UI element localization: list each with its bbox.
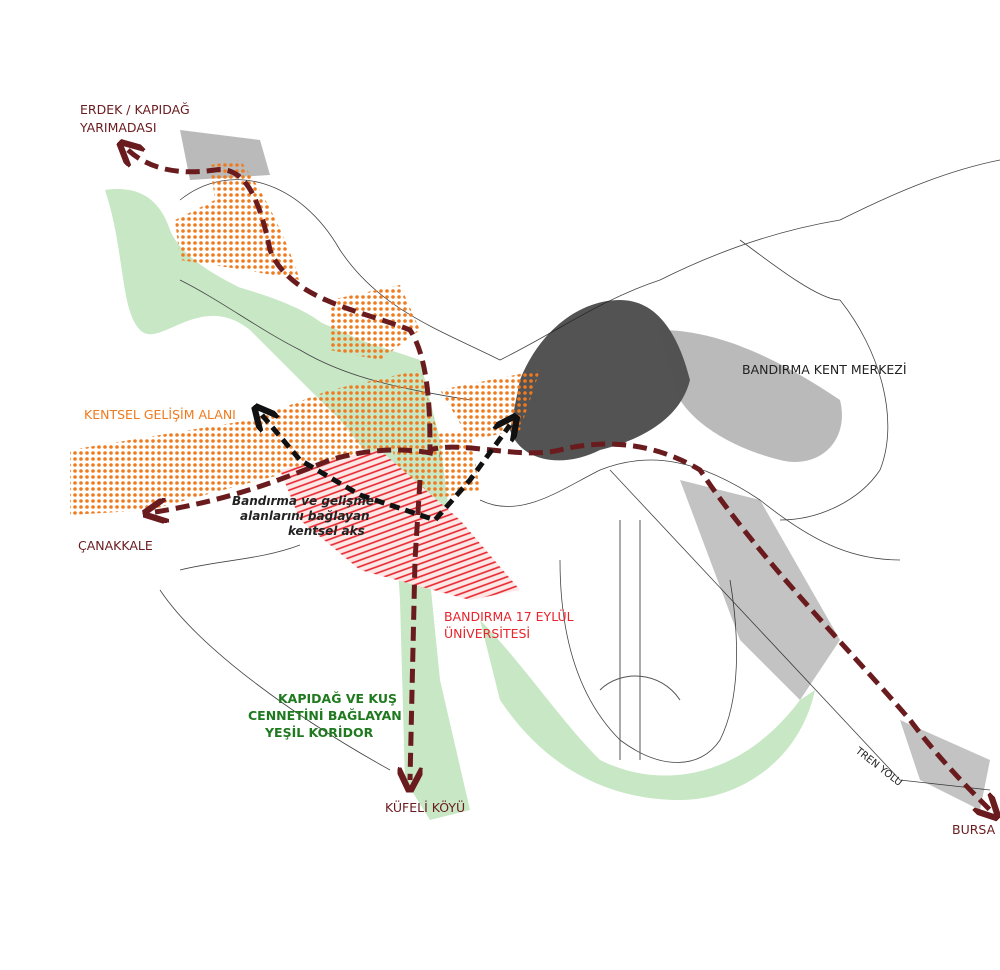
label-kufeli: KÜFELİ KÖYÜ	[385, 799, 465, 815]
label-kent-merkezi: BANDIRMA KENT MERKEZİ	[742, 362, 907, 377]
label-universite-1: BANDIRMA 17 EYLÜL	[444, 608, 574, 624]
label-aks-2: alanlarını bağlayan	[240, 509, 370, 523]
label-tren-yolu: TREN YOLU	[852, 745, 904, 789]
label-koridor-1: KAPIDAĞ VE KUŞ	[278, 691, 397, 706]
label-erdek: ERDEK / KAPIDAĞ	[80, 102, 190, 117]
label-kentsel-gelisim: KENTSEL GELİŞİM ALANI	[84, 407, 236, 422]
label-koridor-2: CENNETİNİ BAĞLAYAN	[248, 708, 402, 723]
label-bursa: BURSA	[952, 822, 996, 837]
regional-route	[128, 150, 990, 810]
label-aks-3: kentsel aks	[288, 524, 365, 538]
label-universite-2: ÜNİVERSİTESİ	[444, 625, 530, 641]
label-koridor-3: YEŞİL KORİDOR	[264, 725, 374, 740]
label-yarimadasi: YARIMADASI	[79, 120, 157, 135]
label-aks-1: Bandırma ve gelişme	[232, 494, 374, 508]
airport-runway	[599, 520, 681, 760]
label-canakkale: ÇANAKKALE	[78, 538, 153, 553]
urban-axis	[262, 415, 510, 523]
